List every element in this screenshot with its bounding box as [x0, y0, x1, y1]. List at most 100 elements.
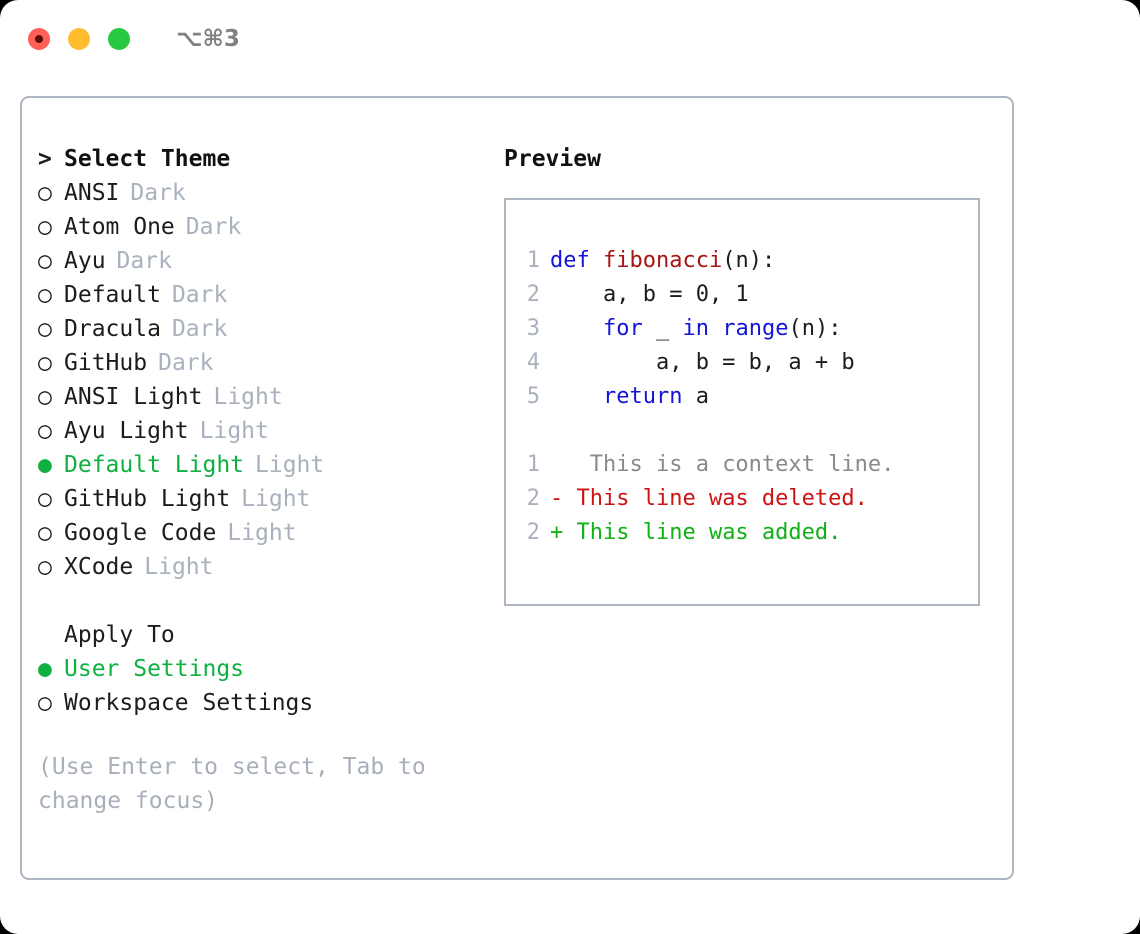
- radio-unselected-icon: ○: [38, 690, 52, 716]
- theme-variant-badge: Dark: [116, 248, 172, 274]
- theme-name-label: ANSI: [64, 180, 120, 206]
- radio-unselected-icon: ○: [38, 554, 52, 580]
- code-line: 3 for _ in range(n):: [520, 312, 978, 346]
- radio-unselected-icon: ○: [38, 520, 52, 546]
- code-text: for _ in range(n):: [550, 312, 841, 346]
- theme-name-label: XCode: [64, 554, 134, 580]
- apply-to-title: Apply To: [64, 622, 175, 648]
- theme-name-label: Google Code: [64, 520, 217, 546]
- keyboard-shortcut-label: ⌥⌘3: [176, 26, 240, 52]
- window-controls: [28, 28, 130, 50]
- code-token: a, b = 0, 1: [550, 282, 749, 307]
- theme-list-item[interactable]: ● Default Light Light: [38, 448, 488, 482]
- code-text: return a: [550, 380, 709, 414]
- apply-to-label: Workspace Settings: [64, 690, 314, 716]
- maximize-window-button[interactable]: [108, 28, 130, 50]
- code-token: return: [602, 384, 683, 409]
- prompt-caret-icon: >: [38, 146, 52, 172]
- theme-variant-badge: Light: [255, 452, 325, 478]
- theme-variant-badge: Dark: [171, 282, 228, 308]
- code-line: 5 return a: [520, 380, 978, 414]
- radio-unselected-icon: ○: [38, 486, 52, 512]
- line-number: 2: [526, 520, 540, 545]
- close-window-button[interactable]: [28, 28, 50, 50]
- line-number: 2: [526, 486, 540, 511]
- code-token: range: [722, 316, 789, 341]
- code-diff-gap: [520, 414, 978, 448]
- select-theme-title: Select Theme: [64, 146, 231, 172]
- minimize-window-button[interactable]: [68, 28, 90, 50]
- theme-variant-badge: Light: [213, 384, 283, 410]
- theme-name-label: Ayu: [64, 248, 106, 274]
- diff-line: 1 This is a context line.: [520, 448, 978, 482]
- theme-list-item[interactable]: ○ Atom One Dark: [38, 210, 488, 244]
- radio-unselected-icon: ○: [38, 282, 52, 308]
- apply-to-label: User Settings: [64, 656, 245, 682]
- code-token: (n):: [788, 316, 842, 341]
- diff-marker: [550, 448, 563, 482]
- apply-to-list: ● User Settings ○ Workspace Settings: [38, 652, 488, 720]
- diff-line: 2+ This line was added.: [520, 516, 978, 550]
- theme-name-label: GitHub Light: [64, 486, 231, 512]
- theme-variant-badge: Light: [241, 486, 311, 512]
- line-number: 1: [526, 452, 540, 477]
- code-token: [709, 316, 722, 341]
- radio-unselected-icon: ○: [38, 180, 52, 206]
- code-text: a, b = b, a + b: [550, 346, 855, 380]
- apply-to-option[interactable]: ○ Workspace Settings: [38, 686, 488, 720]
- line-number: 2: [526, 282, 540, 307]
- theme-list-item[interactable]: ○ Ayu Dark: [38, 244, 488, 278]
- theme-list-item[interactable]: ○ Ayu Light Light: [38, 414, 488, 448]
- radio-unselected-icon: ○: [38, 214, 52, 240]
- code-token: [550, 384, 603, 409]
- theme-name-label: Atom One: [64, 214, 175, 240]
- code-text: def fibonacci(n):: [550, 244, 775, 278]
- code-token: [550, 316, 603, 341]
- diff-text: This is a context line.: [563, 452, 895, 477]
- radio-selected-icon: ●: [38, 656, 52, 682]
- theme-name-label: Ayu Light: [64, 418, 189, 444]
- preview-title: Preview: [504, 146, 601, 172]
- theme-variant-badge: Light: [199, 418, 269, 444]
- code-line: 2 a, b = 0, 1: [520, 278, 978, 312]
- diff-line: 2- This line was deleted.: [520, 482, 978, 516]
- radio-unselected-icon: ○: [38, 350, 52, 376]
- code-token: def: [550, 248, 603, 273]
- theme-variant-badge: Light: [227, 520, 297, 546]
- code-token: _: [642, 316, 683, 341]
- line-number: 1: [526, 248, 540, 273]
- line-number: 4: [526, 350, 540, 375]
- title-bar: ⌥⌘3: [0, 0, 1140, 78]
- theme-name-label: Default Light: [64, 452, 245, 478]
- code-line: 4 a, b = b, a + b: [520, 346, 978, 380]
- theme-list-item[interactable]: ○ Default Dark: [38, 278, 488, 312]
- keyboard-hint: (Use Enter to select, Tab to change focu…: [38, 754, 440, 814]
- theme-name-label: Default: [64, 282, 161, 308]
- code-token: a, b = b, a + b: [550, 350, 855, 375]
- diff-sample: 1 This is a context line.2- This line wa…: [520, 448, 978, 550]
- radio-unselected-icon: ○: [38, 248, 52, 274]
- line-number: 3: [526, 316, 540, 341]
- code-text: a, b = 0, 1: [550, 278, 749, 312]
- hint-spacer: [38, 720, 488, 750]
- theme-list-item[interactable]: ○ XCode Light: [38, 550, 488, 584]
- theme-list-item[interactable]: ○ GitHub Light Light: [38, 482, 488, 516]
- apply-to-option[interactable]: ● User Settings: [38, 652, 488, 686]
- diff-text: This line was deleted.: [563, 486, 868, 511]
- radio-unselected-icon: ○: [38, 384, 52, 410]
- code-token: in: [682, 316, 709, 341]
- radio-unselected-icon: ○: [38, 418, 52, 444]
- theme-name-label: GitHub: [64, 350, 148, 376]
- theme-list-item[interactable]: ○ Google Code Light: [38, 516, 488, 550]
- radio-selected-icon: ●: [38, 452, 52, 478]
- theme-variant-badge: Light: [144, 554, 214, 580]
- theme-variant-badge: Dark: [185, 214, 242, 240]
